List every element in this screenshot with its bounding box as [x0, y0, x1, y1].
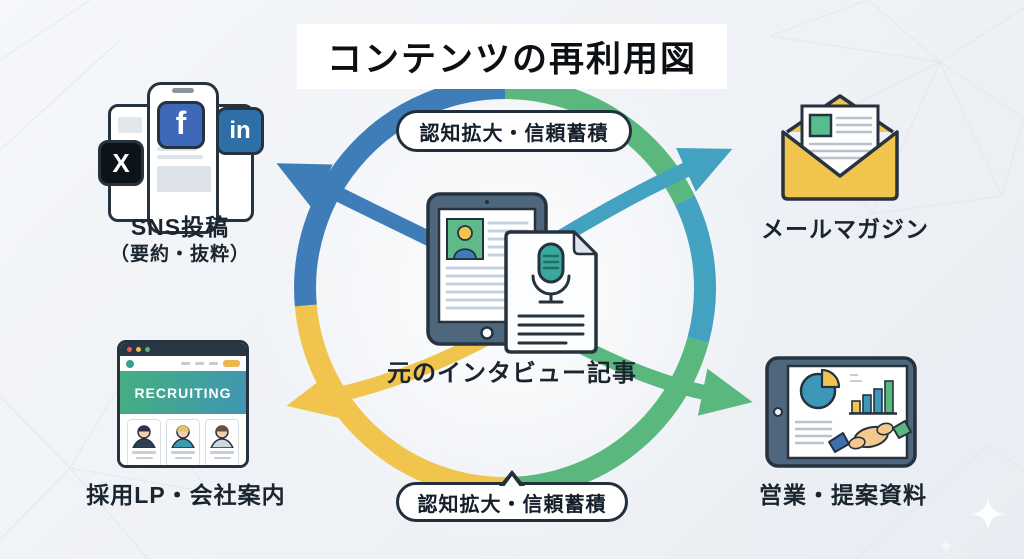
recruiting-banner: RECRUITING	[120, 371, 246, 414]
browser-window-icon: RECRUITING	[117, 340, 249, 468]
phone-notch	[172, 88, 194, 93]
top-cycle-badge: 認知拡大・信頼蓄積	[396, 110, 632, 152]
minimize-dot-icon	[136, 347, 141, 352]
interview-document-icon	[504, 230, 598, 354]
recruit-node-label: 採用LP・会社案内	[86, 482, 286, 508]
sales-tablet-icon	[765, 356, 917, 468]
sns-phones-icon: X f in	[98, 82, 264, 240]
handshake-icon	[828, 420, 912, 453]
staff-cards	[120, 414, 246, 465]
bar-chart-icon	[849, 374, 897, 415]
person-card	[166, 419, 200, 465]
browser-navbar	[120, 356, 246, 371]
bottom-cycle-badge-text: 認知拡大・信頼蓄積	[417, 493, 607, 516]
microphone-icon	[531, 242, 571, 304]
sns-node-label: SNS投稿 （要約・抜粋）	[109, 214, 250, 265]
cta-button	[223, 360, 240, 367]
page-title-text: コンテンツの再利用図	[326, 40, 698, 79]
maximize-dot-icon	[145, 347, 150, 352]
person-card	[127, 419, 161, 465]
page-title: コンテンツの再利用図	[296, 24, 728, 89]
original-interview-art	[426, 188, 598, 354]
close-dot-icon	[127, 347, 132, 352]
x-twitter-icon: X	[98, 140, 144, 186]
pie-chart-icon	[799, 368, 841, 410]
person-card	[205, 419, 239, 465]
center-node-label: 元のインタビュー記事	[387, 360, 637, 387]
sales-node-label: 営業・提案資料	[759, 482, 927, 508]
mail-node-label: メールマガジン	[761, 216, 929, 242]
top-cycle-badge-text: 認知拡大・信頼蓄積	[419, 122, 609, 145]
bottom-cycle-badge: 認知拡大・信頼蓄積	[396, 470, 628, 522]
linkedin-icon: in	[216, 107, 264, 155]
phone-screen-content	[157, 139, 211, 192]
browser-titlebar	[120, 343, 246, 356]
sparkle-icon	[939, 498, 1004, 553]
site-logo-icon	[126, 359, 134, 368]
newsletter-envelope-icon	[775, 86, 905, 204]
facebook-icon: f	[157, 101, 205, 149]
